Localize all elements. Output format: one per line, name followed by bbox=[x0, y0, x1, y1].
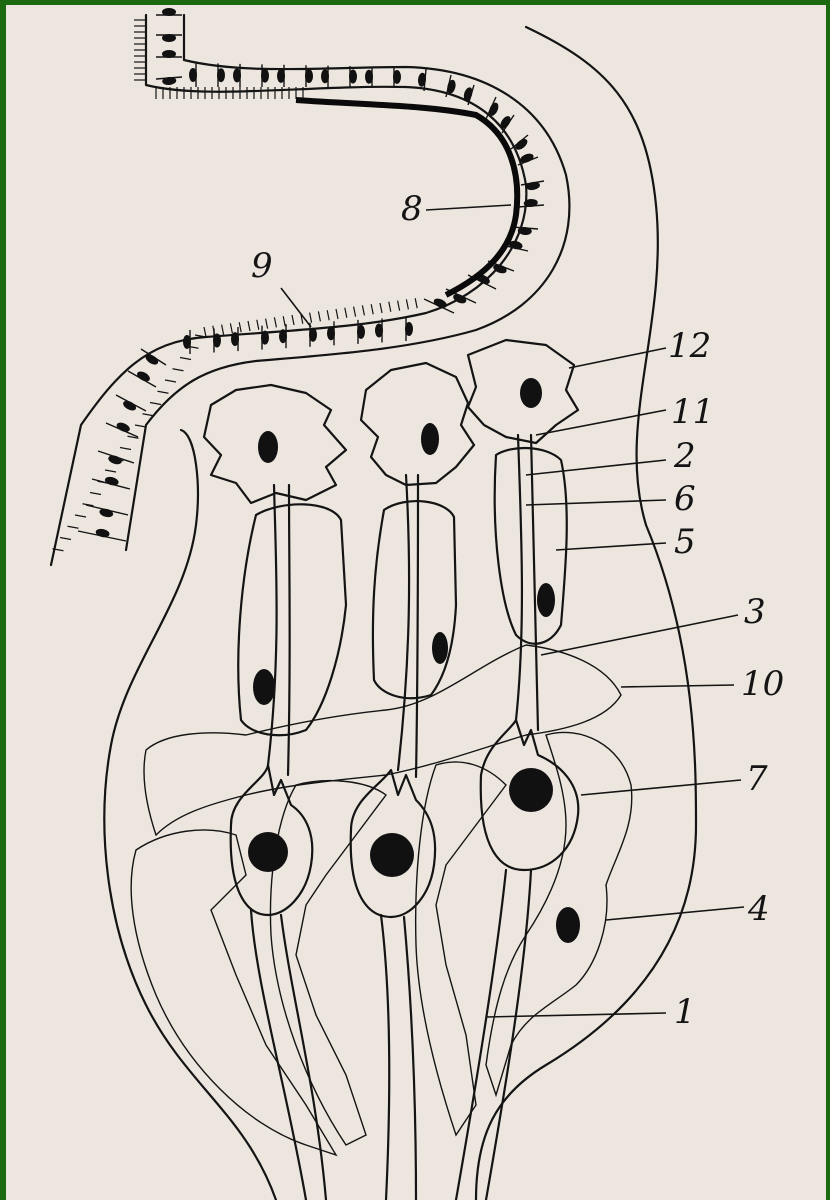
callout-label-7: 7 bbox=[746, 759, 768, 799]
callout-line-8 bbox=[426, 205, 511, 210]
cell-nucleus bbox=[305, 69, 313, 83]
stellate-cells bbox=[204, 340, 578, 503]
cell-nucleus bbox=[327, 326, 335, 340]
cell-nucleus bbox=[279, 329, 287, 343]
cilium bbox=[75, 515, 86, 517]
callout-line-1 bbox=[486, 1013, 666, 1017]
cilia-border bbox=[53, 20, 418, 551]
cilium bbox=[150, 403, 161, 405]
cilium bbox=[60, 538, 71, 540]
callout-label-9: 9 bbox=[251, 246, 273, 286]
cilium bbox=[180, 358, 191, 360]
cilium bbox=[239, 322, 241, 332]
cilium bbox=[248, 321, 250, 331]
callout-line-6 bbox=[526, 500, 666, 505]
cell-nucleus bbox=[115, 421, 131, 434]
callout-label-8: 8 bbox=[401, 189, 423, 229]
cilium bbox=[165, 380, 176, 382]
neuron-nucleus bbox=[370, 833, 414, 877]
callout-label-10: 10 bbox=[741, 664, 784, 704]
cilium bbox=[143, 414, 154, 416]
cilium bbox=[222, 325, 224, 335]
callout-line-2 bbox=[526, 460, 666, 475]
cell-nucleus bbox=[135, 369, 151, 383]
cell-nucleus bbox=[277, 69, 285, 83]
cilium bbox=[318, 311, 320, 321]
cilium bbox=[292, 315, 294, 325]
cell-nucleus bbox=[365, 70, 373, 84]
cell-nucleus bbox=[357, 325, 365, 339]
cell-nucleus bbox=[321, 69, 329, 83]
callout-label-5: 5 bbox=[674, 522, 696, 562]
cilium bbox=[371, 304, 373, 314]
cilium bbox=[158, 391, 169, 393]
cell-nucleus bbox=[162, 34, 176, 42]
cell-nucleus bbox=[233, 68, 241, 82]
cell-nucleus bbox=[375, 323, 383, 337]
cilium bbox=[266, 319, 268, 329]
cell-nucleus bbox=[217, 68, 225, 82]
cilium bbox=[230, 323, 232, 333]
cilium bbox=[406, 299, 408, 309]
callout-line-3 bbox=[541, 615, 738, 655]
cilium bbox=[283, 316, 285, 326]
cell-nucleus bbox=[393, 70, 401, 84]
cell-nucleus bbox=[162, 50, 176, 58]
cilium bbox=[354, 307, 356, 317]
cell-nucleus bbox=[189, 68, 197, 82]
cilium bbox=[389, 302, 391, 312]
cilium bbox=[135, 425, 146, 427]
cilium bbox=[90, 493, 101, 495]
cell-nucleus bbox=[162, 8, 176, 16]
cell-nucleus bbox=[122, 399, 138, 413]
cilium bbox=[345, 308, 347, 318]
callout-line-7 bbox=[581, 780, 741, 795]
cilium bbox=[68, 526, 79, 528]
callout-label-2: 2 bbox=[673, 436, 696, 476]
epithelium-layer bbox=[51, 8, 569, 565]
callout-label-11: 11 bbox=[671, 392, 714, 432]
cilium bbox=[415, 298, 417, 308]
callout-line-4 bbox=[606, 907, 744, 920]
cilium bbox=[310, 313, 312, 323]
cilium bbox=[120, 448, 131, 450]
callout-label-3: 3 bbox=[744, 592, 766, 632]
cilium bbox=[362, 305, 364, 315]
cilium bbox=[327, 310, 329, 320]
callout-label-6: 6 bbox=[674, 479, 696, 519]
callout-line-11 bbox=[536, 410, 666, 435]
cilium bbox=[398, 301, 400, 311]
cell-nucleus bbox=[309, 328, 317, 342]
cilium bbox=[105, 470, 116, 472]
cilium bbox=[336, 309, 338, 319]
cell-nucleus bbox=[405, 322, 413, 336]
cell-nucleus bbox=[261, 331, 269, 345]
callout-label-4: 4 bbox=[747, 889, 770, 929]
cilium bbox=[257, 320, 259, 330]
cilium bbox=[274, 317, 276, 327]
cell-nucleus bbox=[231, 332, 239, 346]
callout-line-5 bbox=[556, 543, 666, 550]
neuron-nucleus bbox=[509, 768, 553, 812]
cilium bbox=[204, 327, 206, 337]
callout-line-9 bbox=[281, 288, 311, 327]
callout-label-1: 1 bbox=[674, 992, 696, 1032]
figure-panel: 123456789101112 bbox=[6, 5, 826, 1200]
callout-line-12 bbox=[569, 348, 666, 368]
neuron-nucleus bbox=[248, 832, 288, 872]
callout-line-10 bbox=[621, 685, 734, 687]
callout-label-12: 12 bbox=[668, 326, 711, 366]
cell-nucleus bbox=[261, 69, 269, 83]
cilium bbox=[380, 303, 382, 313]
pigment-layer bbox=[144, 645, 621, 835]
cilium bbox=[173, 369, 184, 371]
cell-nucleus bbox=[349, 70, 357, 84]
